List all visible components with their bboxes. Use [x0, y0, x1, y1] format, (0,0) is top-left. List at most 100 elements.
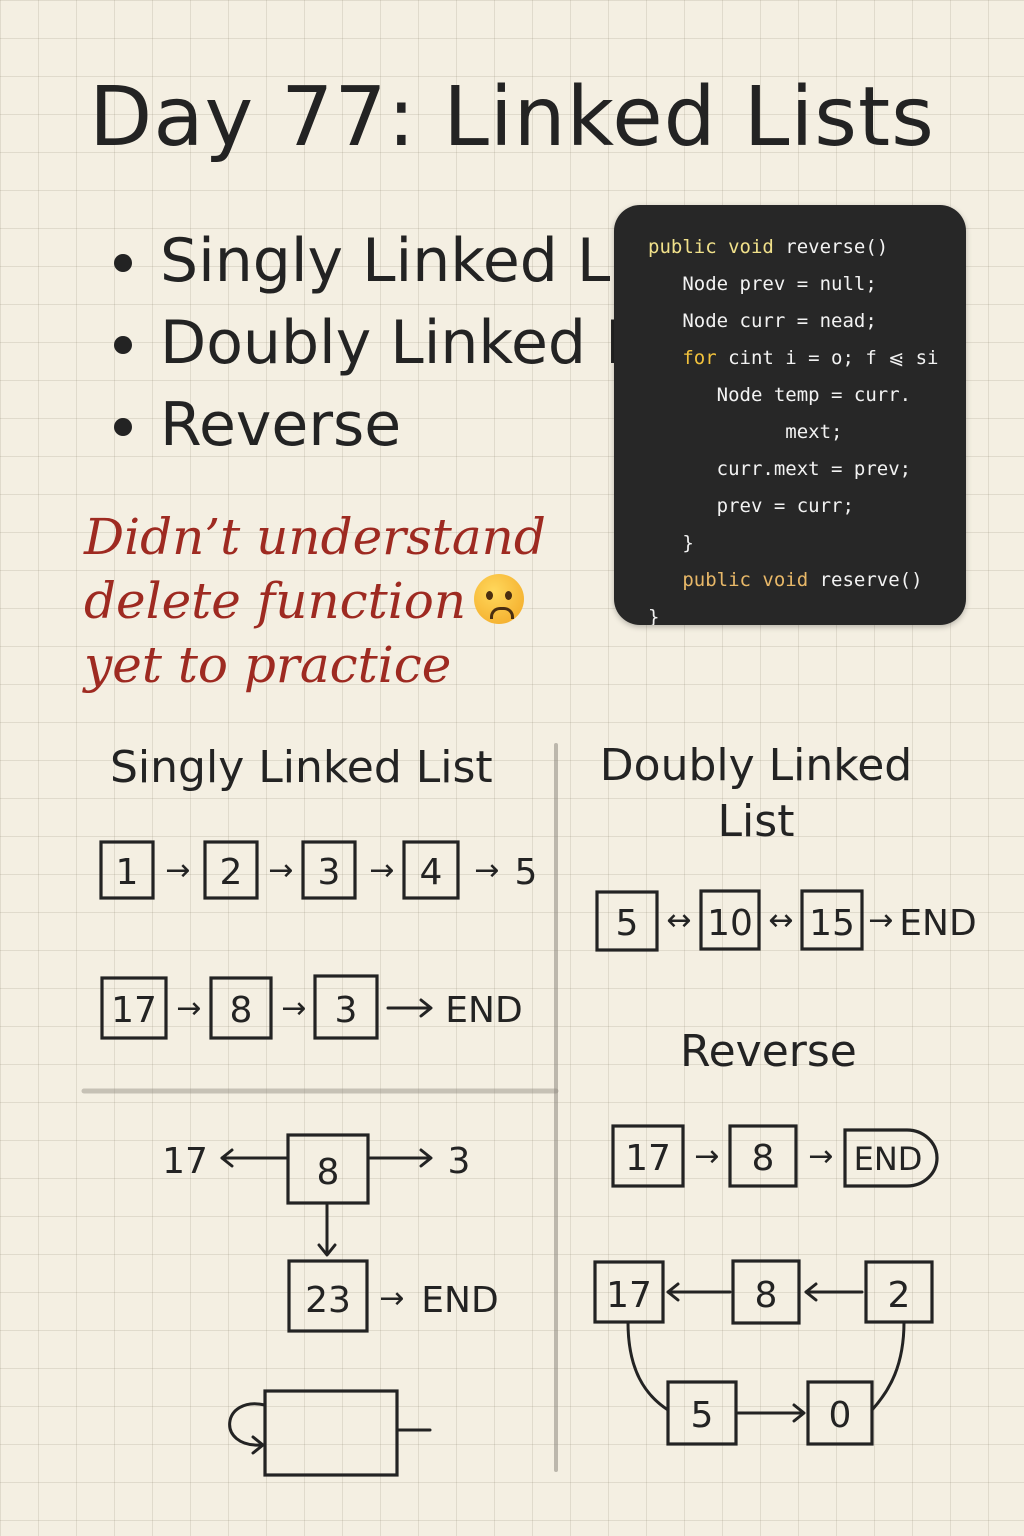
- list-node-box: [209, 976, 273, 1040]
- connector-curve: [870, 1320, 906, 1412]
- node-value: 5: [691, 1395, 714, 1436]
- code-line: prev = curr;: [648, 488, 948, 525]
- node-value: 1: [116, 852, 139, 893]
- code-line: }: [648, 599, 948, 625]
- node-value: 2: [888, 1275, 911, 1316]
- arrow-right-icon: →: [808, 1139, 833, 1174]
- list-tail-value: END: [445, 990, 522, 1031]
- node-value: 0: [829, 1395, 852, 1436]
- code-keyword: public void: [682, 569, 809, 591]
- node-value: 23: [305, 1280, 351, 1321]
- arrow-head-icon: [804, 1282, 818, 1302]
- code-text: cint i = o; f ⩿ si: [716, 347, 939, 369]
- code-line: Node curr = nead;: [648, 303, 948, 340]
- code-keyword: public void: [648, 236, 774, 258]
- node-value: 3: [335, 990, 358, 1031]
- code-line: }: [648, 525, 948, 562]
- list-node-box: [203, 840, 259, 900]
- list-node-box: [301, 840, 357, 900]
- node-value: 15: [809, 903, 855, 944]
- connector-curve: [626, 1320, 670, 1412]
- list-node-box: [595, 890, 659, 952]
- arrow-right-icon: →: [281, 991, 306, 1026]
- list-tail-value: 5: [515, 852, 538, 893]
- arrow-right-icon: →: [474, 853, 499, 888]
- code-line: public void reverse(): [648, 229, 948, 266]
- list-terminal-box: [843, 1128, 939, 1188]
- arrow-head-icon: [419, 998, 433, 1018]
- doubly-list-row: 5 ↔ 10 ↔ 15 → END: [595, 889, 977, 952]
- list-node-box: [666, 1380, 738, 1446]
- reverse-section-heading: Reverse: [680, 1026, 857, 1077]
- code-text: Node curr = nead;: [682, 310, 877, 332]
- arrow-right-icon: →: [379, 1281, 404, 1316]
- arrow-right-icon: →: [268, 853, 293, 888]
- empty-node-box: [263, 1389, 399, 1477]
- code-text: Node temp = curr.: [716, 384, 912, 406]
- node-value: 17: [162, 1141, 208, 1182]
- singly-list-row-2: 17 → 8 → 3 END: [100, 974, 523, 1040]
- node-value: 17: [625, 1138, 671, 1179]
- arrow-head-icon: [317, 1243, 337, 1257]
- arrow-head-icon: [419, 1148, 433, 1168]
- code-text: reserve(): [808, 569, 923, 591]
- arrow-head-icon: [666, 1282, 680, 1302]
- list-node-box: [864, 1260, 934, 1324]
- note-line-text: delete function: [84, 572, 467, 630]
- arrow-right-icon: →: [176, 991, 201, 1026]
- note-line: yet to practice: [84, 636, 452, 694]
- node-value: 17: [111, 990, 157, 1031]
- list-node-box: [287, 1259, 369, 1333]
- code-line: Node prev = null;: [648, 266, 948, 303]
- bidirectional-arrow-icon: ↔: [768, 903, 793, 938]
- node-value: 8: [317, 1152, 340, 1193]
- list-node-box: [100, 976, 168, 1040]
- list-node-box: [731, 1259, 801, 1325]
- node-value: 4: [420, 852, 443, 893]
- page-title: Day 77: Linked Lists: [89, 70, 935, 165]
- list-node-box: [806, 1380, 874, 1446]
- code-text: prev = curr;: [716, 495, 854, 517]
- arrow-head-icon: [792, 1403, 806, 1423]
- list-tail-value: END: [899, 903, 976, 944]
- frowning-face-icon: [474, 574, 525, 624]
- arrow-right-icon: →: [694, 1139, 719, 1174]
- node-value: 3: [318, 852, 341, 893]
- reverse-cycle-diagram: 17 8 2 5 0: [593, 1259, 934, 1446]
- arrow-right-icon: →: [165, 853, 190, 888]
- arrow-right-icon: →: [369, 853, 394, 888]
- topic-item: Singly Linked List: [112, 220, 710, 302]
- self-loop-arrow: [228, 1402, 267, 1447]
- arrow-head-icon: [251, 1435, 265, 1455]
- code-line: public void reserve(): [648, 562, 948, 599]
- singly-list-row-1: 1 → 2 → 3 → 4 → 5: [99, 840, 538, 900]
- reverse-list-row: 17 → 8 → END: [611, 1124, 939, 1188]
- code-line: for cint i = o; f ⩿ si: [648, 340, 948, 377]
- note-line: Didn’t understand: [84, 508, 546, 566]
- node-value: 8: [755, 1275, 778, 1316]
- arrow-head-icon: [220, 1148, 234, 1168]
- node-value: 8: [230, 990, 253, 1031]
- list-node-box: [800, 889, 864, 951]
- delete-node-diagram: 17 8 3 23 → END: [162, 1133, 499, 1477]
- arrow-right-icon: →: [868, 903, 893, 938]
- list-node-box: [286, 1133, 370, 1205]
- topic-item: Reverse: [112, 384, 710, 466]
- code-text: curr.mext = prev;: [716, 458, 912, 480]
- list-node-box: [313, 974, 379, 1040]
- code-snippet-panel: public void reverse() Node prev = null; …: [614, 205, 966, 625]
- bidirectional-arrow-icon: ↔: [666, 903, 691, 938]
- node-value: 8: [752, 1138, 775, 1179]
- code-line: mext;: [648, 414, 948, 451]
- code-text: Node prev = null;: [682, 273, 877, 295]
- doubly-section-heading: Doubly Linked List: [599, 740, 913, 847]
- list-node-box: [99, 840, 155, 900]
- node-value: 2: [220, 852, 243, 893]
- list-node-box: [728, 1124, 798, 1188]
- list-tail-value: END: [421, 1280, 498, 1321]
- list-tail-value: END: [854, 1140, 923, 1178]
- code-text: }: [682, 532, 694, 554]
- note-line: delete function: [84, 569, 554, 633]
- list-node-box: [611, 1124, 685, 1188]
